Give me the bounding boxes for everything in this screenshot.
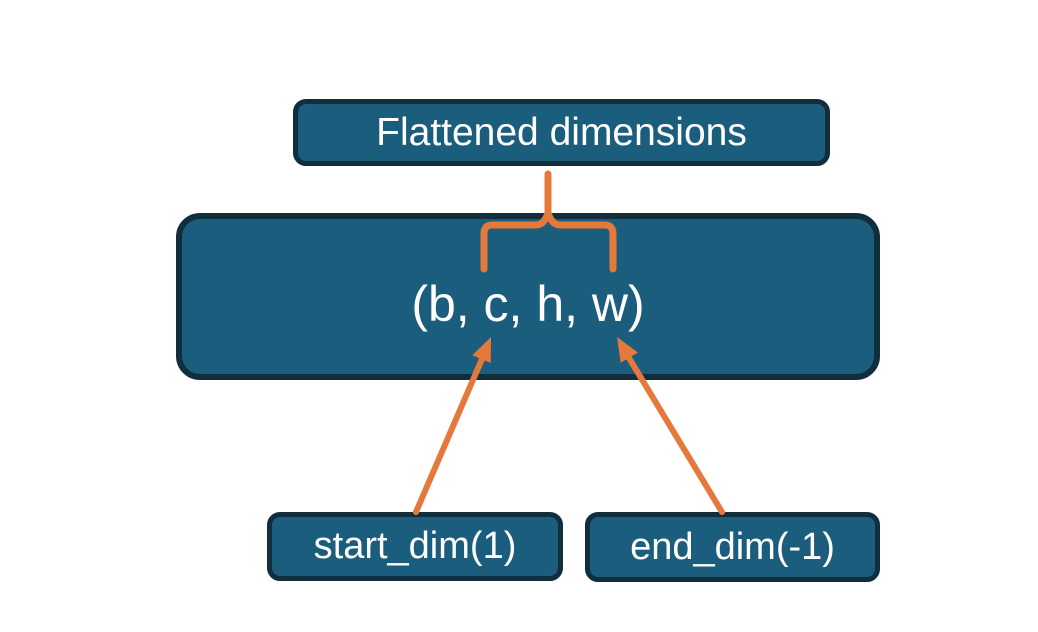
end-dim-box: end_dim(-1) bbox=[585, 512, 880, 582]
start-dim-box: start_dim(1) bbox=[267, 512, 563, 581]
flattened-dimensions-label: Flattened dimensions bbox=[376, 110, 747, 154]
end-dim-label: end_dim(-1) bbox=[630, 525, 835, 568]
start-dim-label: start_dim(1) bbox=[313, 525, 517, 567]
flattened-dimensions-box: Flattened dimensions bbox=[293, 99, 830, 166]
tensor-shape-label: (b, c, h, w) bbox=[411, 275, 645, 332]
tensor-shape-box: (b, c, h, w) bbox=[176, 213, 880, 380]
